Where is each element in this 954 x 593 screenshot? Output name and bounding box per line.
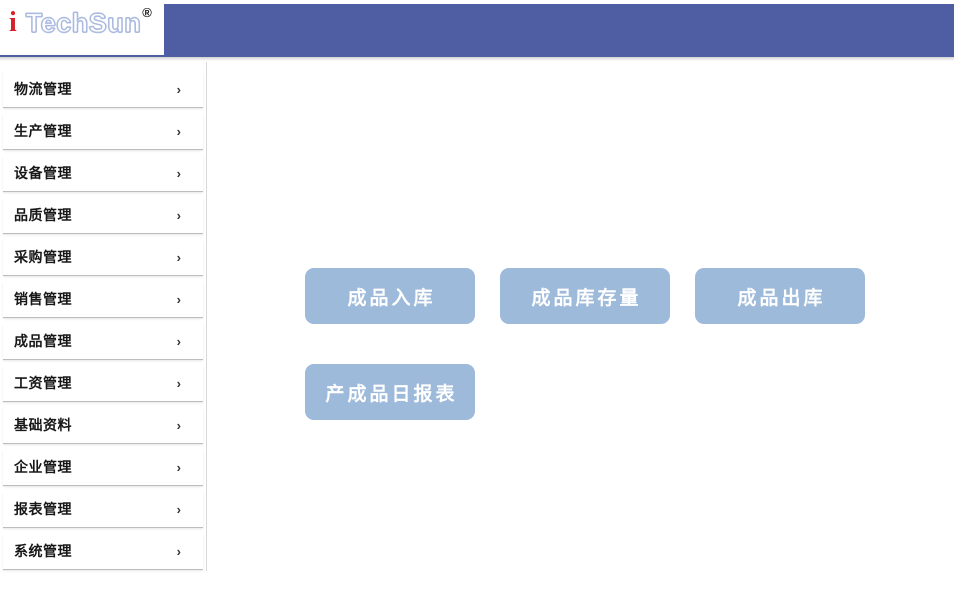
tile-finished-goods-daily-report[interactable]: 产成品日报表: [305, 364, 475, 420]
header-bottom-shadow: [0, 57, 954, 61]
sidebar-item-xitong[interactable]: 系统管理 ›: [3, 533, 203, 569]
sidebar-item-wuliu[interactable]: 物流管理 ›: [3, 71, 203, 107]
sidebar-item-label: 成品管理: [14, 334, 72, 350]
sidebar-item-label: 企业管理: [14, 460, 72, 476]
sidebar-item-label: 物流管理: [14, 82, 72, 98]
main-navigation-sidebar[interactable]: 物流管理 › 生产管理 › 设备管理 › 品质管理 › 采购管理 › 销售管理 …: [0, 62, 207, 571]
logo-letter-i: i: [9, 7, 17, 38]
app-header: i TechSun ®: [0, 0, 954, 61]
sidebar-item-label: 设备管理: [14, 166, 72, 182]
sidebar-item-jichuziliao[interactable]: 基础资料 ›: [3, 407, 203, 443]
sidebar-item-gongzi[interactable]: 工资管理 ›: [3, 365, 203, 401]
tile-finished-goods-inbound[interactable]: 成品入库: [305, 268, 475, 324]
chevron-right-icon: ›: [176, 207, 181, 223]
sidebar-item-qiye[interactable]: 企业管理 ›: [3, 449, 203, 485]
chevron-right-icon: ›: [176, 249, 181, 265]
sidebar-item-xiaoshou[interactable]: 销售管理 ›: [3, 281, 203, 317]
sidebar-item-label: 基础资料: [14, 418, 72, 434]
chevron-right-icon: ›: [176, 165, 181, 181]
content-area: 成品入库 成品库存量 成品出库 产成品日报表: [208, 62, 954, 593]
sidebar-item-label: 工资管理: [14, 376, 72, 392]
sidebar-item-label: 生产管理: [14, 124, 72, 140]
sidebar-item-shebei[interactable]: 设备管理 ›: [3, 155, 203, 191]
sidebar-item-chengpin[interactable]: 成品管理 ›: [3, 323, 203, 359]
sidebar-item-shengchan[interactable]: 生产管理 ›: [3, 113, 203, 149]
sidebar-item-pinzhi[interactable]: 品质管理 ›: [3, 197, 203, 233]
sidebar-item-label: 报表管理: [14, 502, 72, 518]
sidebar-item-label: 销售管理: [14, 292, 72, 308]
logo-wordmark: TechSun: [25, 7, 142, 38]
chevron-right-icon: ›: [176, 501, 181, 517]
chevron-right-icon: ›: [176, 81, 181, 97]
sidebar-item-label: 采购管理: [14, 250, 72, 266]
chevron-right-icon: ›: [176, 543, 181, 559]
chevron-right-icon: ›: [176, 459, 181, 475]
registered-trademark-icon: ®: [142, 5, 152, 20]
chevron-right-icon: ›: [176, 123, 181, 139]
tile-finished-goods-outbound[interactable]: 成品出库: [695, 268, 865, 324]
brand-logo[interactable]: i TechSun ®: [0, 0, 164, 55]
chevron-right-icon: ›: [176, 333, 181, 349]
chevron-right-icon: ›: [176, 375, 181, 391]
tile-finished-goods-stock[interactable]: 成品库存量: [500, 268, 670, 324]
sidebar-item-baobiao[interactable]: 报表管理 ›: [3, 491, 203, 527]
sidebar-item-label: 品质管理: [14, 208, 72, 224]
chevron-right-icon: ›: [176, 417, 181, 433]
chevron-right-icon: ›: [176, 291, 181, 307]
sidebar-item-label: 系统管理: [14, 544, 72, 560]
sidebar-item-caigou[interactable]: 采购管理 ›: [3, 239, 203, 275]
